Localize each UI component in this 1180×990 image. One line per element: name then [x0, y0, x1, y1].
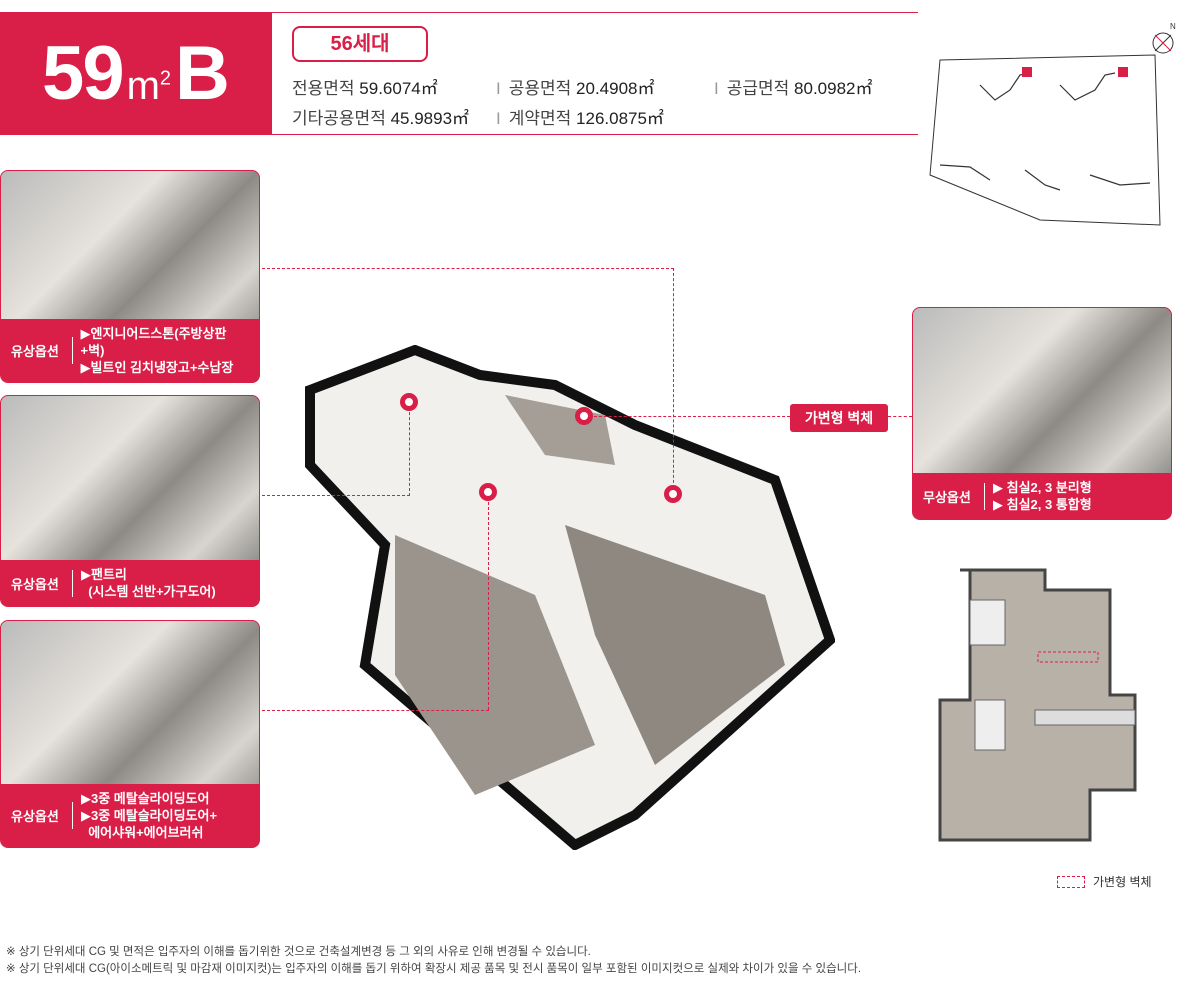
- dashed-box-icon: [1057, 875, 1085, 888]
- divider: [272, 12, 918, 13]
- option-caption: 유상옵션▶3중 메탈슬라이딩도어▶3중 메탈슬라이딩도어+ 에어샤워+에어브러쉬: [1, 784, 259, 847]
- household-count-badge: 56세대: [292, 26, 428, 62]
- compass-icon: N: [1152, 22, 1176, 54]
- option-caption: 무상옵션▶ 침실2, 3 분리형▶ 침실2, 3 통합형: [913, 473, 1171, 519]
- hotspot-pin[interactable]: [479, 483, 497, 501]
- option-photo-entrance: 유상옵션▶3중 메탈슬라이딩도어▶3중 메탈슬라이딩도어+ 에어샤워+에어브러쉬: [0, 620, 260, 848]
- hotspot-pin[interactable]: [664, 485, 682, 503]
- hotspot-pin[interactable]: [400, 393, 418, 411]
- option-photo-pantry: 유상옵션▶팬트리 (시스템 선반+가구도어): [0, 395, 260, 607]
- disclaimer-notes: ※ 상기 단위세대 CG 및 면적은 입주자의 이해를 돕기위한 것으로 건축설…: [6, 946, 862, 975]
- hotspot-pin[interactable]: [575, 407, 593, 425]
- area-exclusive: 전용면적 59.6074㎡: [292, 79, 438, 98]
- site-map: N: [929, 22, 1176, 226]
- divider: [272, 134, 918, 135]
- unit-type-badge: 59 m2 B: [0, 12, 272, 135]
- legend: 가변형 벽체: [1057, 873, 1152, 890]
- option-caption: 유상옵션▶엔지니어드스톤(주방상판+벽)▶빌트인 김치냉장고+수납장: [1, 319, 259, 382]
- variable-wall-tag: 가변형 벽체: [790, 404, 888, 432]
- size-number: 59: [42, 31, 125, 116]
- size-unit: m2: [126, 64, 172, 108]
- floor-plan: [938, 568, 1137, 842]
- option-photo-kitchen: 유상옵션▶엔지니어드스톤(주방상판+벽)▶빌트인 김치냉장고+수납장: [0, 170, 260, 383]
- area-other-common: 기타공용면적 45.9893㎡: [292, 109, 470, 128]
- type-letter: B: [175, 31, 230, 116]
- svg-text:N: N: [1170, 22, 1176, 31]
- isometric-unit-render: [305, 345, 835, 850]
- option-caption: 유상옵션▶팬트리 (시스템 선반+가구도어): [1, 560, 259, 606]
- option-photo-bedroom-wall: 무상옵션▶ 침실2, 3 분리형▶ 침실2, 3 통합형: [912, 307, 1172, 520]
